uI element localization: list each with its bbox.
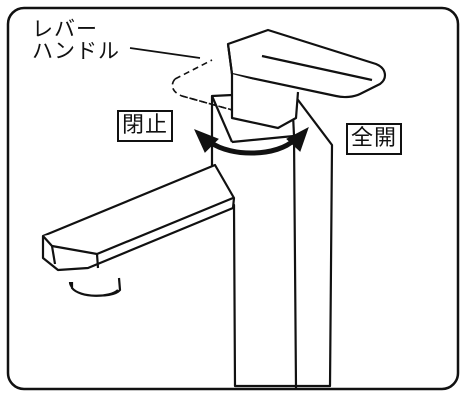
lever-handle-label: レバー ハンドル: [32, 18, 152, 62]
double-arrow-icon: [194, 126, 309, 156]
full-open-label: 全開: [346, 123, 403, 155]
lever-label-line-1: レバー: [32, 17, 98, 41]
close-label: 閉止: [117, 110, 174, 142]
lever-handle-icon: [226, 28, 386, 130]
spout-icon: [41, 163, 236, 297]
lever-label-line-2: ハンドル: [32, 39, 120, 63]
leader-line: [129, 47, 201, 59]
faucet-body-icon: [210, 90, 334, 389]
